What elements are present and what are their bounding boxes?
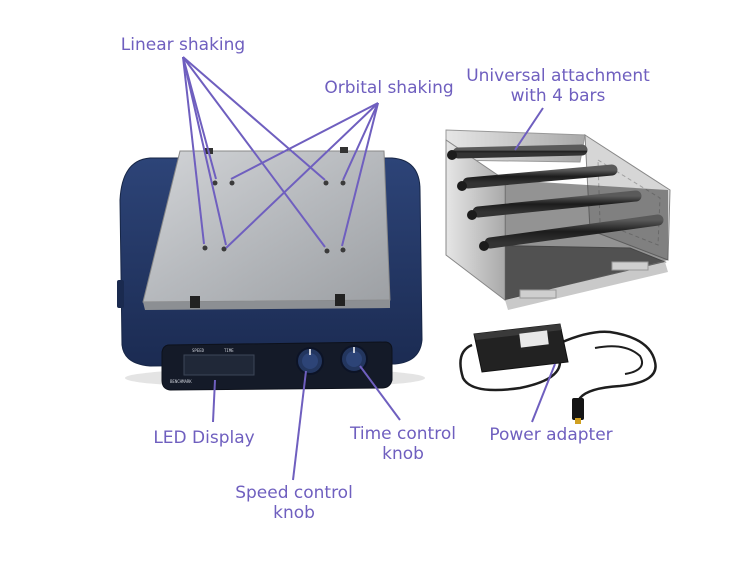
label-speed-control-knob: Speed control knob <box>235 483 353 523</box>
shaker-unit: SPEED TIME BENCHMARK <box>117 147 425 391</box>
label-orbital-shaking: Orbital shaking <box>324 78 454 98</box>
time-knob[interactable] <box>340 345 368 373</box>
attachment-bars <box>452 144 664 249</box>
time-caption: TIME <box>224 348 234 353</box>
label-linear-shaking: Linear shaking <box>120 35 246 55</box>
speed-caption: SPEED <box>192 348 205 353</box>
speed-knob[interactable] <box>296 347 324 375</box>
label-universal-attachment: Universal attachment with 4 bars <box>466 66 650 106</box>
universal-attachment <box>445 129 671 310</box>
led-display-screen <box>183 354 255 376</box>
power-adapter <box>459 323 657 424</box>
label-time-control-knob: Time control knob <box>350 424 456 464</box>
mounting-holes <box>202 180 346 254</box>
control-panel: SPEED TIME BENCHMARK <box>161 341 393 391</box>
pointer-lines <box>182 56 556 481</box>
label-led-display: LED Display <box>153 428 255 448</box>
brand-caption: BENCHMARK <box>170 379 192 384</box>
label-power-adapter: Power adapter <box>489 425 613 445</box>
shaking-platform <box>142 150 391 303</box>
